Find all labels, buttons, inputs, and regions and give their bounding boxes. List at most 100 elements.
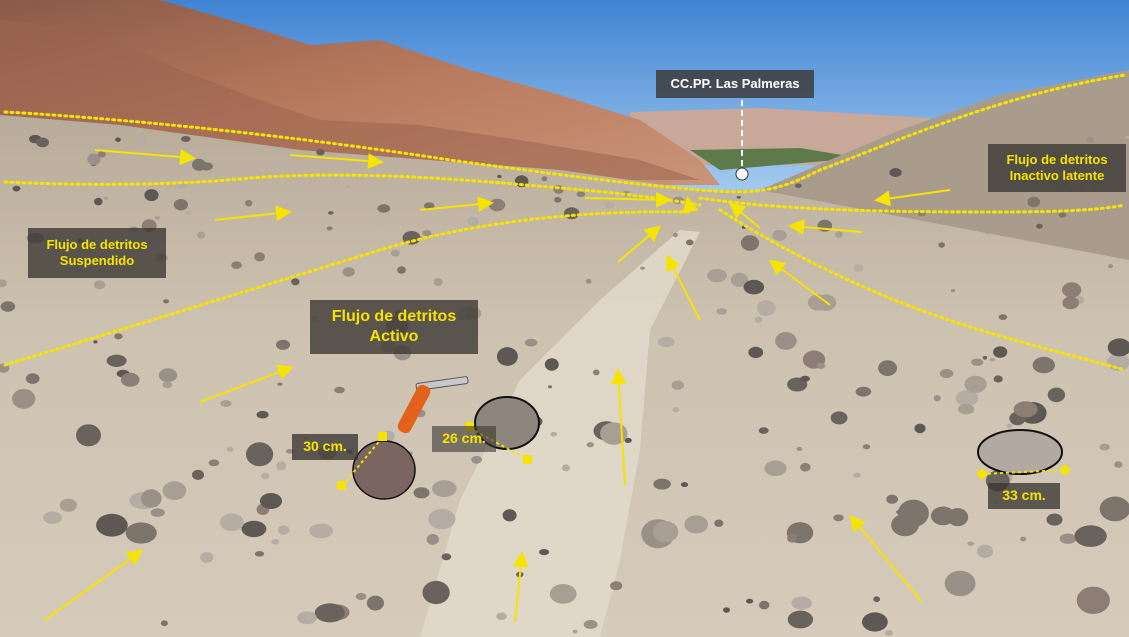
stone bbox=[539, 549, 550, 556]
stone bbox=[1013, 401, 1038, 418]
measure-line-26cm bbox=[469, 427, 529, 461]
stone bbox=[43, 511, 62, 524]
stone bbox=[1046, 513, 1063, 526]
stone bbox=[220, 513, 244, 532]
stone bbox=[104, 196, 109, 200]
stone bbox=[833, 514, 844, 522]
stone bbox=[1027, 196, 1041, 208]
flow-arrow bbox=[44, 549, 144, 621]
flow-arrow bbox=[768, 259, 831, 306]
stone bbox=[671, 380, 684, 390]
stone bbox=[144, 189, 159, 202]
stone bbox=[390, 249, 400, 257]
stone bbox=[366, 595, 384, 611]
stone bbox=[544, 358, 559, 371]
stone bbox=[944, 570, 976, 597]
stone bbox=[757, 300, 776, 316]
measurement-label-26cm-text: 26 cm. bbox=[442, 430, 486, 447]
stone bbox=[256, 410, 269, 419]
stone bbox=[878, 360, 898, 376]
stone bbox=[886, 494, 898, 504]
boundary-middle bbox=[3, 173, 702, 207]
stone bbox=[605, 201, 615, 209]
stone bbox=[314, 603, 345, 623]
stone bbox=[800, 375, 810, 382]
stone bbox=[432, 480, 457, 497]
stone bbox=[835, 231, 843, 238]
stone bbox=[12, 388, 36, 409]
stone bbox=[200, 552, 214, 563]
stone bbox=[502, 509, 517, 522]
stone bbox=[120, 372, 140, 387]
active-flow-label-line2: Activo bbox=[369, 328, 419, 345]
stone bbox=[134, 138, 146, 146]
stone bbox=[377, 204, 391, 213]
stone bbox=[873, 596, 881, 603]
stone bbox=[184, 210, 191, 215]
active-flow-label-line1: Flujo de detritos bbox=[331, 308, 457, 325]
stone bbox=[730, 272, 749, 287]
stone bbox=[1020, 536, 1027, 542]
stone bbox=[775, 332, 797, 350]
flow-arrow bbox=[666, 254, 701, 321]
stone bbox=[796, 446, 803, 451]
stone bbox=[286, 449, 294, 454]
stone bbox=[862, 612, 888, 632]
measure-point bbox=[976, 468, 988, 480]
stone bbox=[993, 346, 1008, 358]
stone bbox=[345, 184, 351, 189]
stone bbox=[97, 151, 106, 158]
stone bbox=[653, 478, 671, 490]
stone bbox=[514, 175, 529, 188]
stone bbox=[1076, 586, 1110, 614]
stone bbox=[114, 333, 123, 340]
stone bbox=[896, 510, 902, 515]
stone bbox=[610, 581, 623, 591]
measure-line-33cm bbox=[981, 469, 1066, 475]
stone bbox=[550, 431, 558, 437]
stone bbox=[291, 278, 300, 286]
stone bbox=[748, 346, 764, 359]
stone bbox=[561, 464, 570, 472]
stone bbox=[1032, 356, 1056, 374]
stone bbox=[220, 400, 232, 407]
stone bbox=[115, 137, 121, 143]
stone bbox=[259, 493, 283, 509]
stone bbox=[593, 369, 600, 376]
stone bbox=[355, 592, 367, 601]
stone bbox=[640, 266, 645, 270]
stone bbox=[624, 437, 632, 443]
stone bbox=[930, 506, 956, 526]
stone bbox=[541, 176, 548, 182]
stone bbox=[1036, 223, 1043, 229]
measure-line-30cm bbox=[341, 437, 383, 487]
stone bbox=[489, 198, 506, 212]
stone bbox=[791, 596, 812, 610]
stone bbox=[982, 355, 988, 360]
stone bbox=[998, 314, 1008, 320]
flow-arrow bbox=[214, 205, 292, 222]
suspended-flow-label-line2: Suspendido bbox=[59, 253, 135, 268]
stone bbox=[1006, 423, 1013, 428]
stone bbox=[160, 620, 168, 627]
inactive-flow-label: Flujo de detritos Inactivo latente bbox=[988, 144, 1126, 192]
stone bbox=[800, 462, 811, 472]
stone bbox=[496, 347, 518, 366]
stone bbox=[658, 336, 675, 348]
stone bbox=[197, 231, 206, 239]
measure-point bbox=[1059, 464, 1071, 476]
stone bbox=[246, 442, 274, 467]
stone bbox=[764, 460, 787, 477]
flow-arrow bbox=[199, 364, 294, 403]
stone bbox=[1047, 387, 1066, 403]
stone bbox=[471, 455, 482, 464]
stone bbox=[914, 423, 926, 434]
measurement-label-33cm: 33 cm. bbox=[988, 483, 1060, 509]
village-label-text: CC.PP. Las Palmeras bbox=[670, 75, 800, 91]
suspended-flow-label: Flujo de detritos Suspendido bbox=[28, 228, 166, 278]
stone bbox=[787, 533, 798, 543]
stone bbox=[441, 553, 452, 561]
hammer-handle bbox=[397, 384, 431, 434]
stone bbox=[939, 368, 954, 379]
